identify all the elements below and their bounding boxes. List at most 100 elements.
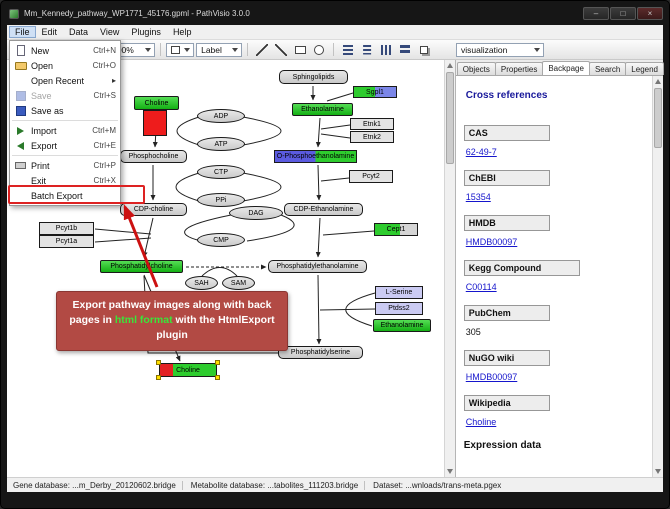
pathway-node-choline[interactable]: Choline xyxy=(134,96,179,110)
pathway-node-adp[interactable]: ADP xyxy=(197,109,245,123)
node-label: O-Phosphoethanolamine xyxy=(276,153,355,160)
selection-handle[interactable] xyxy=(215,360,220,365)
selection-handle[interactable] xyxy=(156,360,161,365)
selection-handle[interactable] xyxy=(215,375,220,380)
visualization-select[interactable]: visualization xyxy=(456,42,544,57)
stack-button[interactable] xyxy=(415,42,433,58)
pathway-node-sam[interactable]: SAM xyxy=(222,276,255,290)
pathway-node-etnk1[interactable]: Etnk1 xyxy=(350,118,394,130)
rect-tool-button[interactable] xyxy=(291,42,309,58)
file-menu-item-save-as[interactable]: Save as xyxy=(10,103,120,118)
ellipse-tool-button[interactable] xyxy=(310,42,328,58)
window-title: Mm_Kennedy_pathway_WP1771_45176.gpml - P… xyxy=(24,9,250,18)
distribute-vertical-icon xyxy=(400,44,411,55)
pathway-node-ppi[interactable]: PPi xyxy=(197,193,245,207)
pathway-node-phosphatidylserine[interactable]: Phosphatidylserine xyxy=(278,346,363,359)
tab-backpage[interactable]: Backpage xyxy=(542,61,590,75)
pathway-node-ethanolamine[interactable]: Ethanolamine xyxy=(373,319,431,332)
xref-link[interactable]: HMDB00097 xyxy=(465,237,518,247)
align-center-button[interactable] xyxy=(358,42,376,58)
node-label: Ptdss2 xyxy=(388,305,410,312)
scroll-up-icon[interactable] xyxy=(446,63,453,68)
pathway-node-cdp-ethanolamine[interactable]: CDP-Ethanolamine xyxy=(284,203,363,216)
pathway-node-ctp[interactable]: CTP xyxy=(197,165,245,179)
xref-link[interactable]: C00114 xyxy=(465,282,497,292)
node-label: PPi xyxy=(215,196,227,204)
distribute-horizontal-button[interactable] xyxy=(377,42,395,58)
menu-item-label: Open Recent xyxy=(31,75,85,86)
close-button[interactable]: × xyxy=(637,7,663,20)
pathway-node-atp[interactable]: ATP xyxy=(197,137,245,151)
scroll-down-icon[interactable] xyxy=(655,469,661,474)
xref-link[interactable]: 15354 xyxy=(465,192,491,202)
pathway-node-cdp-choline[interactable]: CDP-choline xyxy=(120,203,187,216)
pathway-node-sgpl1[interactable]: Sgpl1 xyxy=(353,86,397,98)
xref-link[interactable]: Choline xyxy=(465,417,497,427)
pathway-node-sphingolipids[interactable]: Sphingolipids xyxy=(279,70,348,84)
menu-item-label: Batch Export xyxy=(31,190,83,201)
node-label: Etnk2 xyxy=(363,133,381,141)
label-tool-select[interactable]: Label xyxy=(196,42,243,57)
scroll-up-icon[interactable] xyxy=(655,79,661,84)
pathway-node-pcyt1b[interactable]: Pcyt1b xyxy=(39,222,94,235)
toolbar: Zoom: 100% Label visualization xyxy=(7,40,663,60)
scrollbar-thumb[interactable] xyxy=(654,88,662,148)
xref-link[interactable]: HMDB00097 xyxy=(465,372,518,382)
pathway-node-phosphatidylcholine[interactable]: Phosphatidylcholine xyxy=(100,260,183,273)
tab-legend[interactable]: Legend xyxy=(625,62,664,75)
scrollbar-thumb[interactable] xyxy=(445,72,454,164)
menu-plugins[interactable]: Plugins xyxy=(131,27,161,37)
pathway-node-cept1[interactable]: Cept1 xyxy=(374,223,418,236)
tab-objects[interactable]: Objects xyxy=(456,62,496,75)
maximize-button[interactable]: □ xyxy=(610,7,636,20)
file-menu-item-open-recent[interactable]: Open Recent▸ xyxy=(10,73,120,88)
tab-search[interactable]: Search xyxy=(588,62,627,75)
pathway-node-o-phosphoethanolamine[interactable]: O-Phosphoethanolamine xyxy=(274,150,357,163)
window-controls: – □ × xyxy=(583,7,663,20)
scroll-down-icon[interactable] xyxy=(446,469,453,474)
menu-file[interactable]: File xyxy=(9,26,36,38)
menu-data[interactable]: Data xyxy=(69,27,89,37)
tab-properties[interactable]: Properties xyxy=(494,62,544,75)
xref-link[interactable]: 62-49-7 xyxy=(465,147,497,157)
pathway-node-phosphocholine[interactable]: Phosphocholine xyxy=(120,150,187,163)
menu-view[interactable]: View xyxy=(100,27,120,37)
pathway-node-ptdss2[interactable]: Ptdss2 xyxy=(375,302,423,315)
pathway-node-pcyt1a[interactable]: Pcyt1a xyxy=(39,235,94,248)
arrow-tool-button[interactable] xyxy=(272,42,290,58)
menu-edit[interactable]: Edit xyxy=(41,27,58,37)
line-tool-button[interactable] xyxy=(253,42,271,58)
align-left-button[interactable] xyxy=(339,42,357,58)
selection-handle[interactable] xyxy=(156,375,161,380)
pathway-node-l-serine[interactable]: L-Serine xyxy=(375,286,423,299)
menu-item-label: Export xyxy=(31,140,58,151)
pathway-node-sah[interactable]: SAH xyxy=(185,276,218,290)
pathway-node-choline[interactable]: Choline xyxy=(156,360,220,380)
pathway-node-phosphatidylethanolamine[interactable]: Phosphatidylethanolamine xyxy=(268,260,367,273)
pathway-node-cmp[interactable]: CMP xyxy=(197,233,245,247)
expression-data-box[interactable] xyxy=(143,110,167,136)
menu-item-label: Import xyxy=(31,125,57,136)
pathway-node-ethanolamine[interactable]: Ethanolamine xyxy=(292,103,353,116)
distribute-vertical-button[interactable] xyxy=(396,42,414,58)
minimize-button[interactable]: – xyxy=(583,7,609,20)
node-label: Ethanolamine xyxy=(380,322,424,329)
canvas-scrollbar[interactable] xyxy=(443,60,455,477)
file-menu-item-batch-export[interactable]: Batch Export xyxy=(10,188,120,203)
pathway-node-etnk2[interactable]: Etnk2 xyxy=(350,131,394,143)
pathway-node-pcyt2[interactable]: Pcyt2 xyxy=(349,170,393,183)
menu-help[interactable]: Help xyxy=(172,27,192,37)
node-label: Phosphatidylethanolamine xyxy=(276,263,359,270)
datanode-type-select[interactable] xyxy=(166,42,195,57)
sidebar-scrollbar[interactable] xyxy=(652,76,663,477)
pathway-node-dag[interactable]: DAG xyxy=(229,206,283,220)
